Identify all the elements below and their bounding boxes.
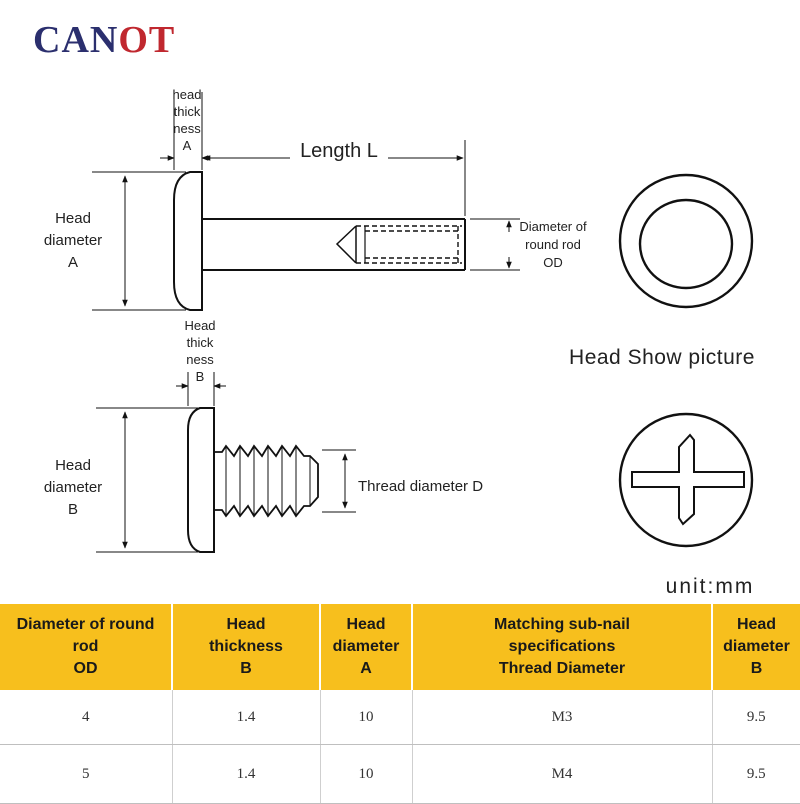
head-thickness-a-label: head thick ness A	[172, 87, 202, 153]
length-l-label: Length L	[300, 140, 378, 162]
col-header-thread-diameter: Matching sub-nail specifications Thread …	[412, 604, 713, 690]
table-cell: 9.5	[712, 690, 800, 745]
table-header-row: Diameter of round rod OD Head thickness …	[0, 604, 800, 690]
screw-drawing-top	[173, 171, 466, 311]
head-show-picture-label: Head Show picture	[569, 346, 755, 369]
table-cell: M3	[412, 690, 713, 745]
col-header-head-thickness: Head thickness B	[172, 604, 321, 690]
col-header-head-diameter-b: Head diameter B	[712, 604, 800, 690]
table-cell: 5	[0, 744, 173, 804]
head-diameter-b-label: Head diameter B	[43, 457, 103, 518]
screw-drawing-bottom	[187, 407, 319, 553]
thread-diameter-d-label: Thread diameter D	[358, 478, 484, 495]
col-header-head-diameter-a: Head diameter A	[320, 604, 413, 690]
dimension-lines-top	[92, 92, 520, 311]
table-row: 4 1.4 10 M3 9.5	[0, 690, 800, 745]
table-cell: 10	[320, 690, 413, 745]
table-cell: 4	[0, 690, 173, 745]
head-diameter-a-label: Head diameter A	[43, 210, 103, 271]
round-rod-od-label: Diameter of round rod OD	[519, 219, 587, 270]
head-thickness-b-label: Head thick ness B	[184, 318, 216, 384]
table-row: 5 1.4 10 M4 9.5	[0, 744, 800, 804]
brand-logo: CANOT	[33, 19, 176, 61]
table-cell: 1.4	[172, 690, 321, 745]
unit-label: unit:mm	[665, 575, 755, 598]
table-cell: M4	[412, 744, 713, 804]
head-view-phillips-icon	[618, 412, 754, 548]
head-view-round-icon	[618, 173, 754, 309]
table-cell: 1.4	[172, 744, 321, 804]
dimension-lines-bottom	[96, 372, 356, 553]
table-cell: 9.5	[712, 744, 800, 804]
technical-drawing	[92, 92, 754, 553]
table-cell: 10	[320, 744, 413, 804]
col-header-rod-od: Diameter of round rod OD	[0, 604, 173, 690]
spec-table: Diameter of round rod OD Head thickness …	[0, 604, 800, 804]
